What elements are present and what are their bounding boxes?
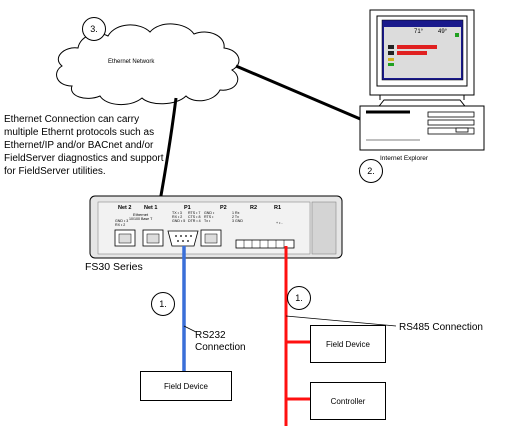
- svg-text:RX • 2: RX • 2: [172, 215, 182, 219]
- rs485-field-device-box: Field Device: [310, 325, 386, 363]
- rs485-leader: [285, 315, 397, 327]
- port-label-p2: P2: [220, 205, 227, 211]
- rs232-field-device-box: Field Device: [140, 371, 232, 401]
- callout-1-rs232: 1.: [151, 292, 175, 316]
- eth-port-speed-text: 10/100 Base T: [129, 217, 153, 221]
- svg-text:GND •: GND •: [204, 211, 215, 215]
- port-label-p1: P1: [184, 205, 191, 211]
- port-label-net1: Net 1: [144, 205, 157, 211]
- svg-text:Tx •: Tx •: [204, 219, 211, 223]
- svg-text:GND • 5: GND • 5: [172, 219, 185, 223]
- controller-label: Controller: [330, 396, 366, 406]
- svg-text:3 GND: 3 GND: [232, 219, 243, 223]
- pc-monitor: [369, 9, 475, 111]
- ethernet-line-pc: [235, 64, 373, 126]
- internet-explorer-label: Internet Explorer: [380, 155, 429, 162]
- svg-text:TX • 3: TX • 3: [172, 211, 182, 215]
- callout-2: 2.: [359, 159, 383, 183]
- rs232-field-device-label: Field Device: [163, 381, 208, 391]
- svg-text:1 Rx: 1 Rx: [232, 211, 240, 215]
- port-label-r2: R2: [250, 205, 257, 211]
- svg-text:RTS •: RTS •: [204, 215, 214, 219]
- svg-text:CTS • 8: CTS • 8: [188, 215, 200, 219]
- svg-text:DTR • 4: DTR • 4: [188, 219, 201, 223]
- port-label-net2: Net 2: [118, 205, 131, 211]
- ethernet-network-cloud: [56, 23, 240, 105]
- rs485-connection-label: RS485 Connection: [399, 322, 483, 333]
- svg-text:+ • -: + • -: [276, 221, 283, 225]
- svg-text:GND • 3: GND • 3: [115, 219, 128, 223]
- svg-text:RX • 2: RX • 2: [115, 223, 125, 227]
- pc-screen-value-2: 49°: [438, 29, 448, 35]
- callout-1-rs485: 1.: [287, 286, 311, 310]
- pc-screen-value-1: 71°: [414, 29, 424, 35]
- rs485-field-device-label: Field Device: [325, 339, 370, 349]
- ethernet-network-label: Ethernet Network: [108, 59, 155, 65]
- port-label-r1: R1: [274, 205, 281, 211]
- ethernet-connection-note: Ethernet Connection can carry multiple E…: [4, 114, 164, 177]
- rs232-connection-label: RS232 Connection: [195, 330, 246, 353]
- svg-text:RTS • 7: RTS • 7: [188, 211, 200, 215]
- svg-text:2 Tx: 2 Tx: [232, 215, 239, 219]
- callout-3: 3.: [82, 17, 106, 41]
- pc-case: [359, 105, 485, 151]
- fs30-series-label: FS30 Series: [85, 261, 143, 273]
- controller-box: Controller: [310, 382, 386, 420]
- eth-port-text: Ethernet: [133, 212, 149, 217]
- rs485-bus: [284, 246, 310, 426]
- rs232-leader: [183, 325, 197, 333]
